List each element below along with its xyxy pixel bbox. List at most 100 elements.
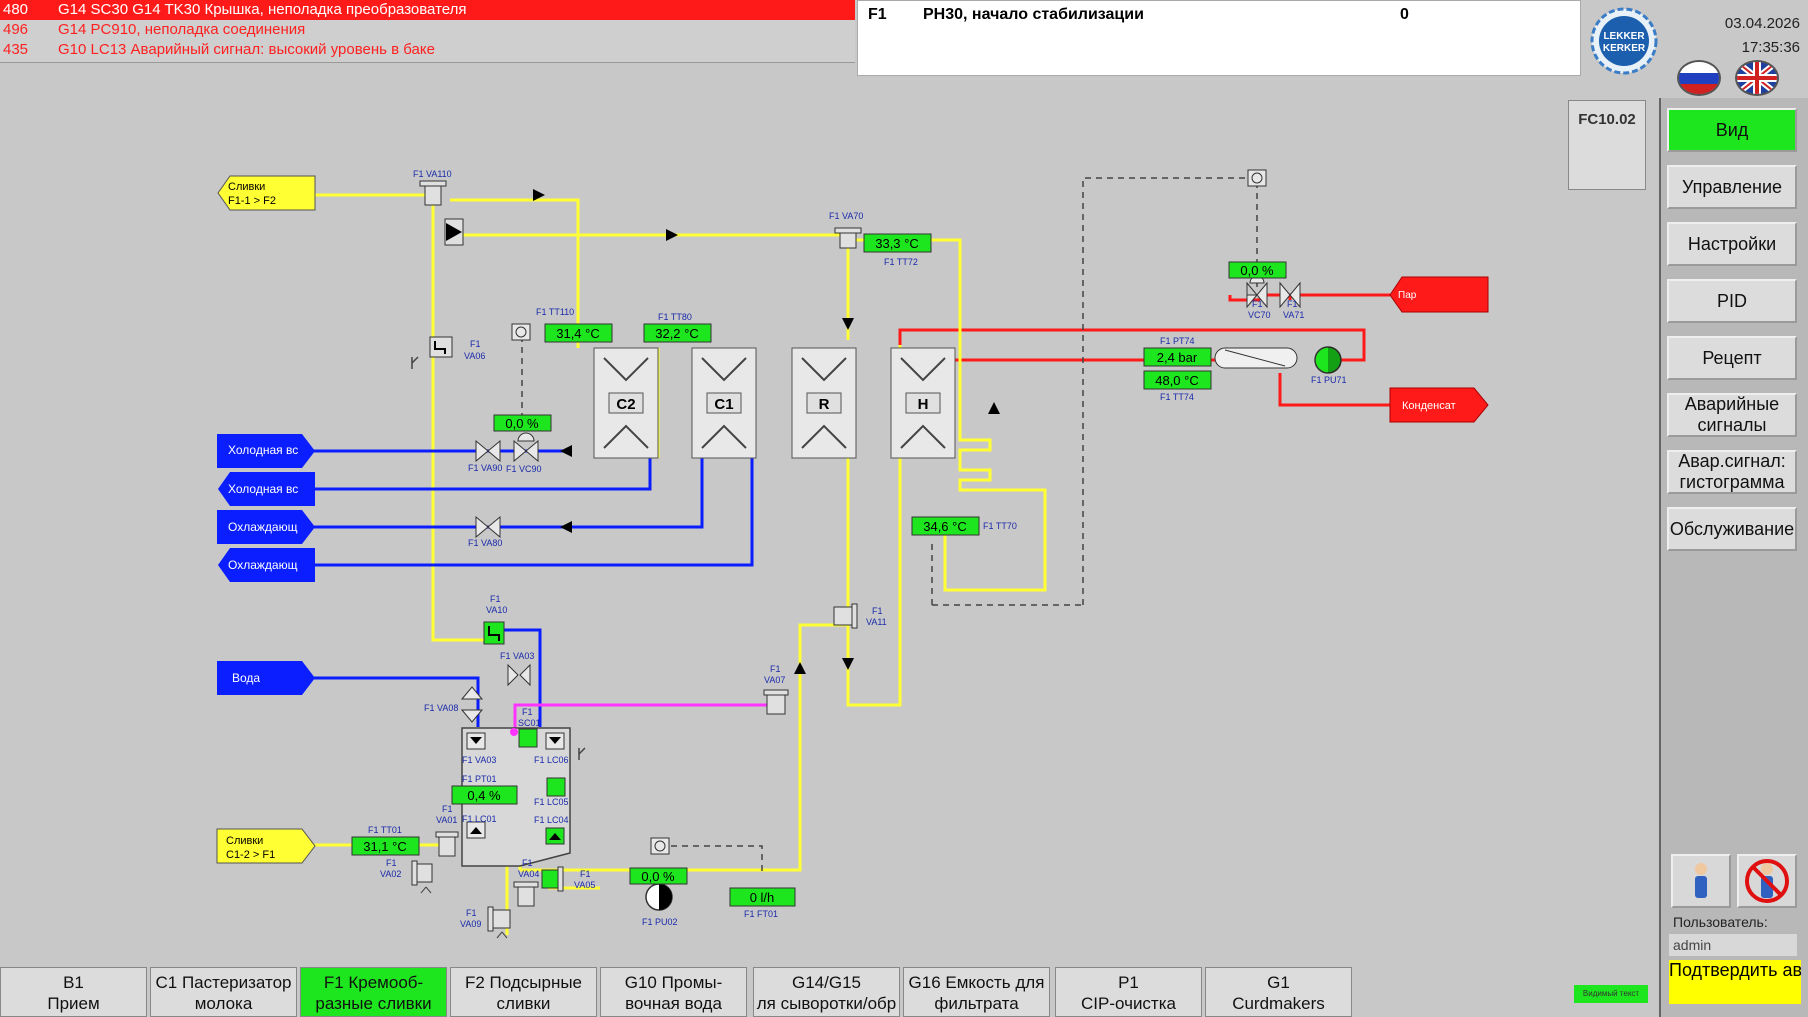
svg-text:VA09: VA09 [460,919,481,929]
svg-text:F1 VA03: F1 VA03 [500,651,534,661]
value-ft01[interactable]: 0 l/h [729,887,796,907]
menu-control-button[interactable]: Управление [1667,165,1797,209]
value-pt01[interactable]: 0,4 % [451,785,518,805]
valve-vc90[interactable] [513,432,539,463]
menu-view-button[interactable]: Вид [1667,108,1797,152]
time: 17:35:36 [1741,39,1800,56]
user-name-field: admin [1669,934,1797,956]
valve-va09[interactable] [487,906,511,939]
section-c2: C2 [593,347,659,459]
value-tt72[interactable]: 33,3 °C [863,233,932,253]
logout-icon [1745,859,1789,903]
confirm-alarm-button[interactable]: Подтвердить аварийный сигнал [1669,960,1801,1004]
connector-cold-water-supply[interactable]: Холодная вс [217,434,315,468]
svg-text:Охлаждающ: Охлаждающ [228,558,298,572]
svg-text:VA10: VA10 [486,605,507,615]
connector-cold-water-return[interactable]: Холодная вс [218,472,315,506]
value-tt80[interactable]: 32,2 °C [643,323,712,343]
valve-va10[interactable] [483,621,505,645]
valve-va07[interactable] [763,689,789,715]
svg-text:VA02: VA02 [380,869,401,879]
connector-water[interactable]: Вода [217,661,315,695]
svg-text:F1 TT01: F1 TT01 [368,825,402,835]
gear-icon[interactable] [650,837,670,855]
valve-va90[interactable] [475,439,501,463]
value-tt74[interactable]: 48,0 °C [1143,370,1212,390]
svg-text:KERKER: KERKER [1603,43,1646,54]
tab-f1[interactable]: F1 Кремооб-разные сливки [300,967,447,1017]
connector-steam[interactable]: Пар [1389,276,1489,313]
valve-va03[interactable] [507,663,531,687]
svg-text:0,4 %: 0,4 % [467,788,501,803]
valve-va71[interactable] [1279,281,1301,309]
connector-cream-in[interactable]: Сливки C1-2 > F1 [216,828,316,864]
value-tt110[interactable]: 31,4 °C [544,323,613,343]
menu-recipe-button[interactable]: Рецепт [1667,336,1797,380]
valve-va05[interactable] [541,866,564,892]
svg-text:VA11: VA11 [866,617,887,627]
pump-pu71[interactable] [1314,346,1342,374]
connector-coolant-supply[interactable]: Охлаждающ [217,510,315,544]
svg-text:48,0 °C: 48,0 °C [1155,373,1199,388]
russian-flag-icon[interactable] [1677,60,1721,96]
svg-text:F1 TT74: F1 TT74 [1160,392,1194,402]
tab-g10[interactable]: G10 Промы-вочная вода [600,967,747,1017]
date-time: 03.04.2026 17:35:36 [1680,12,1800,60]
value-pt74[interactable]: 2,4 bar [1143,347,1212,367]
message-line: F1 [868,6,887,23]
menu-alarms-button[interactable]: Аварийные сигналы [1667,393,1797,437]
valve-va08[interactable] [460,686,484,723]
valve-va06[interactable] [411,336,453,369]
menu-alarm-histogram-button[interactable]: Авар.сигнал: гистограмма [1667,450,1797,494]
connector-condensate[interactable]: Конденсат [1389,387,1489,423]
valve-va04[interactable] [513,881,539,907]
valve-va01[interactable] [435,831,459,857]
gear-icon[interactable] [1247,169,1267,187]
valve-va110[interactable] [419,180,447,206]
svg-text:32,2 °C: 32,2 °C [655,326,699,341]
svg-text:Конденсат: Конденсат [1402,400,1456,412]
valve-va110-actuator[interactable] [444,218,464,246]
connector-coolant-return[interactable]: Охлаждающ [218,548,315,582]
gear-icon[interactable] [511,323,531,341]
value-tt70[interactable]: 34,6 °C [911,516,980,536]
signal-line [513,703,776,733]
svg-text:F1 PU71: F1 PU71 [1311,375,1347,385]
value-vc70[interactable]: 0,0 % [1228,261,1287,279]
svg-text:Охлаждающ: Охлаждающ [228,520,298,534]
section-r: R [791,347,857,459]
english-flag-icon[interactable] [1735,60,1779,96]
login-button[interactable] [1671,854,1731,908]
menu-service-button[interactable]: Обслуживание [1667,507,1797,551]
value-vc90[interactable]: 0,0 % [493,414,552,432]
valve-va02[interactable] [411,860,433,894]
value-tt01[interactable]: 31,1 °C [351,836,420,856]
svg-text:SC01: SC01 [518,718,541,728]
svg-text:C2: C2 [616,396,635,413]
svg-text:C1-2 > F1: C1-2 > F1 [226,849,275,861]
valve-va11[interactable] [833,603,858,629]
menu-pid-button[interactable]: PID [1667,279,1797,323]
valve-va80[interactable] [475,515,501,539]
heat-exchanger: C2 C1 R H [593,347,956,459]
valve-va70[interactable] [834,227,862,249]
logout-button[interactable] [1737,854,1797,908]
svg-text:F1 VA90: F1 VA90 [468,463,502,473]
menu-settings-button[interactable]: Настройки [1667,222,1797,266]
svg-text:F1 PT74: F1 PT74 [1160,336,1195,346]
pump-pu02[interactable] [645,883,673,911]
connector-cream-out[interactable]: Сливки F1-1 > F2 [217,175,316,211]
svg-text:F1: F1 [466,908,477,918]
value-pu02[interactable]: 0,0 % [629,867,688,885]
